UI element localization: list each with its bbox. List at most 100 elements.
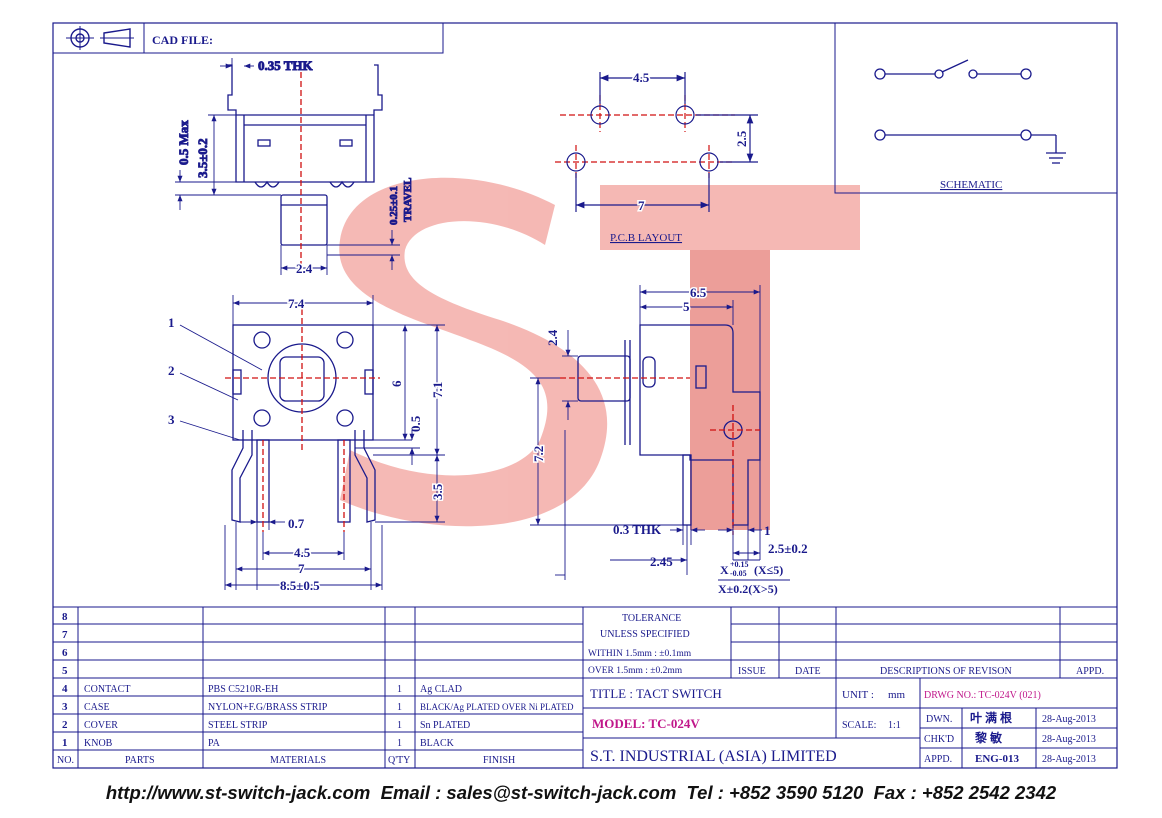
side-d25: 2.5±0.2 [768, 541, 808, 556]
front-d05: 0.5 [408, 415, 423, 432]
cad-file-label: CAD FILE: [152, 33, 213, 47]
top-view-dims: 0.35 THK 0.5 Max 3.5±0.2 0.25±0.1 TRAVEL… [175, 58, 414, 278]
schematic-caption: SCHEMATIC [940, 179, 1002, 191]
bom-header-parts: PARTS [125, 755, 155, 766]
bom-row-4-finish: Ag CLAD [420, 684, 462, 695]
model-label: MODEL: TC-024V [592, 716, 700, 731]
svg-text:X: X [720, 563, 729, 577]
travel-value: 0.25±0.1 [388, 186, 400, 225]
side-view-dims [530, 285, 762, 580]
bom-row-2-finish: Sn PLATED [420, 720, 470, 731]
callout-1: 1 [168, 315, 175, 330]
appd-header: APPD. [1076, 666, 1104, 677]
bom-header-qty: Q'TY [388, 755, 410, 766]
svg-text:TOLERANCE: TOLERANCE [622, 613, 681, 624]
dwn-name: 叶 满 根 [970, 710, 1012, 725]
front-h6: 6 [389, 380, 404, 387]
unit-label: UNIT : [842, 689, 874, 701]
pcb-h1: 2.5 [734, 130, 749, 147]
contact-footer: http://www.st-switch-jack.com Email : sa… [105, 782, 1057, 803]
bom-row-2-material: STEEL STRIP [208, 720, 268, 731]
revision-desc-header: DESCRIPTIONS OF REVISON [880, 666, 1012, 677]
width-label: 2.4 [296, 261, 313, 276]
svg-text:OVER 1.5mm : ±0.2mm: OVER 1.5mm : ±0.2mm [588, 666, 683, 676]
ground-icon [1046, 152, 1066, 164]
pcb-w1: 4.5 [633, 70, 650, 85]
bom-row-4-no: 4 [62, 683, 68, 695]
front-h71: 7.1 [430, 382, 445, 398]
svg-text:WITHIN 1.5mm : ±0.1mm: WITHIN 1.5mm : ±0.1mm [588, 649, 692, 659]
table-row: 5 [62, 665, 68, 677]
table-row: 8 [62, 611, 68, 623]
pcb-caption: P.C.B LAYOUT [610, 232, 682, 244]
bom-row-3-finish: BLACK/Ag PLATED OVER Ni PLATED [420, 702, 574, 712]
thk-label: 0.35 THK [258, 58, 314, 73]
bom-row-3-qty: 1 [397, 702, 402, 713]
bom-row-1-part: KNOB [84, 738, 113, 749]
bom-header-materials: MATERIALS [270, 755, 326, 766]
svg-text:UNLESS SPECIFIED: UNLESS SPECIFIED [600, 629, 690, 640]
side-d5: 5 [683, 299, 690, 314]
callout-2: 2 [168, 363, 175, 378]
bom-row-2-no: 2 [62, 719, 68, 731]
bom-row-1-material: PA [208, 738, 221, 749]
front-top-width: 7.4 [288, 296, 305, 311]
front-view-dims [179, 295, 445, 590]
callout-3: 3 [168, 412, 175, 427]
unit-value: mm [888, 689, 906, 701]
svg-text:+0.15: +0.15 [730, 560, 749, 569]
pcb-w2: 7 [638, 198, 645, 213]
title-block: TITLE : TACT SWITCH UNIT : mm DRWG NO.: … [590, 686, 1096, 765]
front-view [225, 300, 380, 532]
side-thk: 0.3 THK [613, 522, 662, 537]
bom-row-3-no: 3 [62, 701, 68, 713]
svg-text:X±0.2(X>5): X±0.2(X>5) [718, 582, 778, 596]
bom-row-2-part: COVER [84, 720, 118, 731]
bom-row-4-part: CONTACT [84, 684, 130, 695]
max-label: 0.5 Max [176, 120, 191, 165]
travel-label: TRAVEL [402, 178, 414, 222]
front-d85: 8.5±0.5 [280, 578, 320, 593]
bom-row-2-qty: 1 [397, 720, 402, 731]
bom-row-4-material: PBS C5210R-EH [208, 684, 278, 695]
appd-name: ENG-013 [975, 753, 1020, 765]
table-row: 7 [62, 629, 68, 641]
scale-label: SCALE: [842, 720, 876, 731]
title-block-grid [53, 606, 1117, 768]
front-d07: 0.7 [288, 516, 305, 531]
side-d1: 1 [764, 523, 771, 538]
front-d35: 3.5 [430, 483, 445, 500]
drawing-title: TITLE : TACT SWITCH [590, 686, 722, 701]
dwn-label: DWN. [926, 714, 952, 725]
chk-date: 28-Aug-2013 [1042, 734, 1096, 745]
bom-row-1-qty: 1 [397, 738, 402, 749]
svg-text:-0.05: -0.05 [730, 569, 747, 578]
bom-header-finish: FINISH [483, 755, 515, 766]
table-row: 6 [62, 647, 68, 659]
dwn-date: 28-Aug-2013 [1042, 714, 1096, 725]
side-d245: 2.45 [650, 554, 673, 569]
bom-row-3-material: NYLON+F.G/BRASS STRIP [208, 702, 328, 713]
height-label: 3.5±0.2 [195, 138, 210, 178]
bom-header-no: NO. [57, 755, 74, 766]
chk-name: 黎 敏 [975, 730, 1003, 745]
cad-file-header: CAD FILE: [52, 22, 444, 54]
front-d45: 4.5 [294, 545, 311, 560]
side-view [560, 324, 761, 535]
bom-row-3-part: CASE [84, 702, 110, 713]
drawing-number: DRWG NO.: TC-024V (021) [924, 690, 1041, 701]
projection-symbol-icon [66, 26, 134, 50]
sheet-border [52, 22, 1118, 769]
bom-table: 8 7 6 5 4 CONTACT PBS C5210R-EH 1 Ag CLA… [57, 611, 574, 766]
front-d7: 7 [298, 561, 305, 576]
watermark-st [339, 177, 860, 530]
side-d24: 2.4 [545, 329, 560, 346]
side-d72: 7.2 [531, 446, 546, 462]
tolerance-block: TOLERANCE UNLESS SPECIFIED WITHIN 1.5mm … [588, 613, 1104, 677]
bom-row-1-no: 1 [62, 737, 68, 749]
bom-row-4-qty: 1 [397, 684, 402, 695]
appd-label: APPD. [924, 754, 952, 765]
appd-date: 28-Aug-2013 [1042, 754, 1096, 765]
chk-label: CHK'D [924, 734, 954, 745]
